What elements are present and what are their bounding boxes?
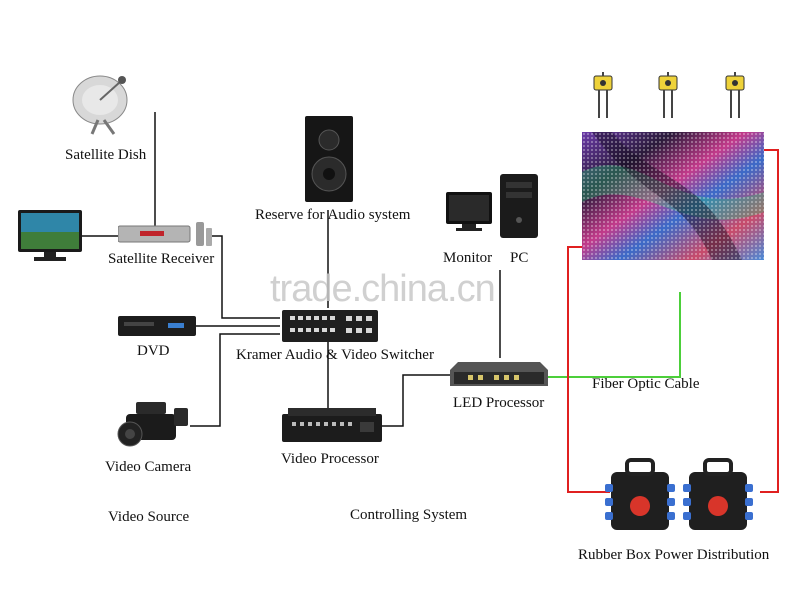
label-video-camera: Video Camera (105, 459, 192, 475)
led-video-wall (582, 132, 764, 260)
label-video-source: Video Source (108, 509, 190, 525)
watermark-text: trade.china.cn (270, 268, 496, 310)
monitor-icon (446, 192, 492, 231)
label-fiber-optic-cable: Fiber Optic Cable (592, 376, 700, 392)
line-receiver-to-switcher (210, 235, 280, 319)
video-camera-icon (117, 402, 188, 447)
label-led-processor: LED Processor (453, 395, 545, 411)
label-monitor: Monitor (443, 250, 493, 266)
hoist-icon-2 (658, 72, 678, 118)
kramer-switcher-icon (282, 310, 378, 342)
label-power-distribution: Rubber Box Power Distribution (578, 547, 770, 563)
line-fiber-optic (548, 292, 681, 378)
hoist-icon-1 (593, 72, 613, 118)
speaker-icon (305, 116, 353, 202)
tv-monitor-icon (18, 210, 82, 261)
label-satellite-receiver: Satellite Receiver (108, 251, 215, 267)
label-pc: PC (510, 250, 529, 266)
label-satellite-dish: Satellite Dish (65, 147, 147, 163)
satellite-receiver-icon (118, 222, 212, 246)
dvd-player-icon (118, 316, 196, 336)
led-processor-icon (450, 362, 548, 386)
label-controlling-system: Controlling System (350, 507, 468, 523)
line-power-left (567, 246, 610, 493)
line-power-right (760, 149, 779, 493)
label-audio-system: Reserve for Audio system (255, 207, 411, 223)
line-videoprocessor-to-ledprocessor (382, 374, 452, 427)
power-box-icon-1 (605, 458, 675, 530)
label-video-processor: Video Processor (281, 451, 379, 467)
power-box-icon-2 (683, 458, 753, 530)
satellite-dish-icon (72, 75, 128, 135)
pc-tower-icon (500, 174, 538, 238)
label-dvd: DVD (137, 343, 170, 359)
hoist-icon-3 (725, 72, 745, 118)
video-processor-icon (282, 408, 382, 442)
line-camera-to-switcher (190, 333, 280, 427)
label-switcher: Kramer Audio & Video Switcher (236, 347, 434, 363)
